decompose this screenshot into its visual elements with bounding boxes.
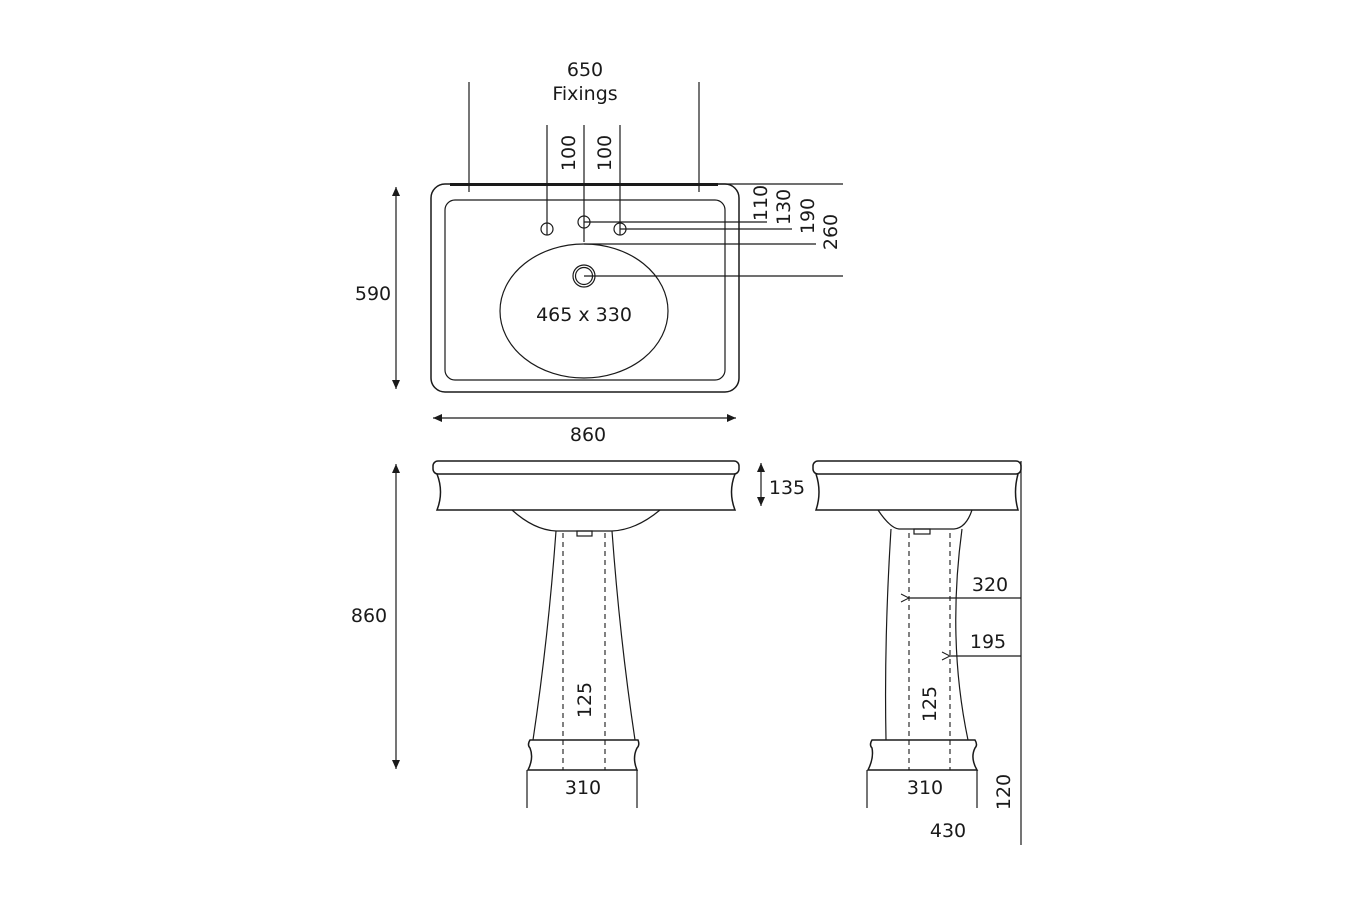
waste-outlet-inner bbox=[574, 266, 594, 286]
fixings-label: Fixings bbox=[552, 83, 617, 105]
fixings-width-label: 650 bbox=[567, 59, 603, 81]
bowl-underside bbox=[511, 509, 661, 532]
front-view: 125 310 860 135 bbox=[351, 460, 805, 808]
rim-band bbox=[435, 473, 737, 511]
side-waste-trap bbox=[913, 528, 931, 535]
pedestal-inner-label: 125 bbox=[574, 682, 596, 718]
plinth-width-label: 310 bbox=[565, 777, 601, 799]
pedestal-column bbox=[532, 530, 636, 741]
side-bowl-underside bbox=[877, 509, 973, 530]
tap-hole-left bbox=[540, 222, 554, 236]
depth-label: 590 bbox=[355, 283, 391, 305]
side-pedestal-plinth bbox=[866, 739, 979, 771]
side-plinth-width-label: 310 bbox=[907, 777, 943, 799]
side-rim-lip bbox=[812, 460, 1022, 475]
side-pedestal-inner-label: 125 bbox=[919, 686, 941, 722]
tap-spacing-right-label: 100 bbox=[594, 135, 616, 171]
basin-inner-outline bbox=[444, 199, 726, 381]
dim-195-label: 195 bbox=[970, 631, 1006, 653]
waste-trap bbox=[576, 530, 593, 537]
height-label: 860 bbox=[351, 605, 387, 627]
side-pedestal-column bbox=[884, 528, 969, 741]
offset-190-label: 190 bbox=[797, 198, 819, 234]
plinth-depth-label: 430 bbox=[930, 820, 966, 842]
rim-lip bbox=[432, 460, 740, 475]
tap-spacing-left-label: 100 bbox=[558, 135, 580, 171]
bowl-size-label: 465 x 330 bbox=[536, 304, 632, 326]
dim-320-label: 320 bbox=[972, 574, 1008, 596]
plinth-height-label: 120 bbox=[993, 774, 1015, 810]
offset-260-label: 260 bbox=[820, 214, 842, 250]
top-view: 650 Fixings 100 100 110 130 190 260 465 … bbox=[355, 59, 843, 446]
waste-outlet bbox=[572, 264, 596, 288]
bowl-outline bbox=[499, 243, 669, 379]
basin-outline bbox=[430, 183, 740, 393]
side-view: 125 320 195 310 120 430 bbox=[812, 460, 1022, 845]
offset-110-label: 110 bbox=[750, 185, 772, 221]
offset-130-label: 130 bbox=[773, 189, 795, 225]
width-label: 860 bbox=[570, 424, 606, 446]
rim-height-label: 135 bbox=[769, 477, 805, 499]
side-rim-band bbox=[814, 473, 1019, 511]
pedestal-plinth bbox=[526, 739, 640, 771]
